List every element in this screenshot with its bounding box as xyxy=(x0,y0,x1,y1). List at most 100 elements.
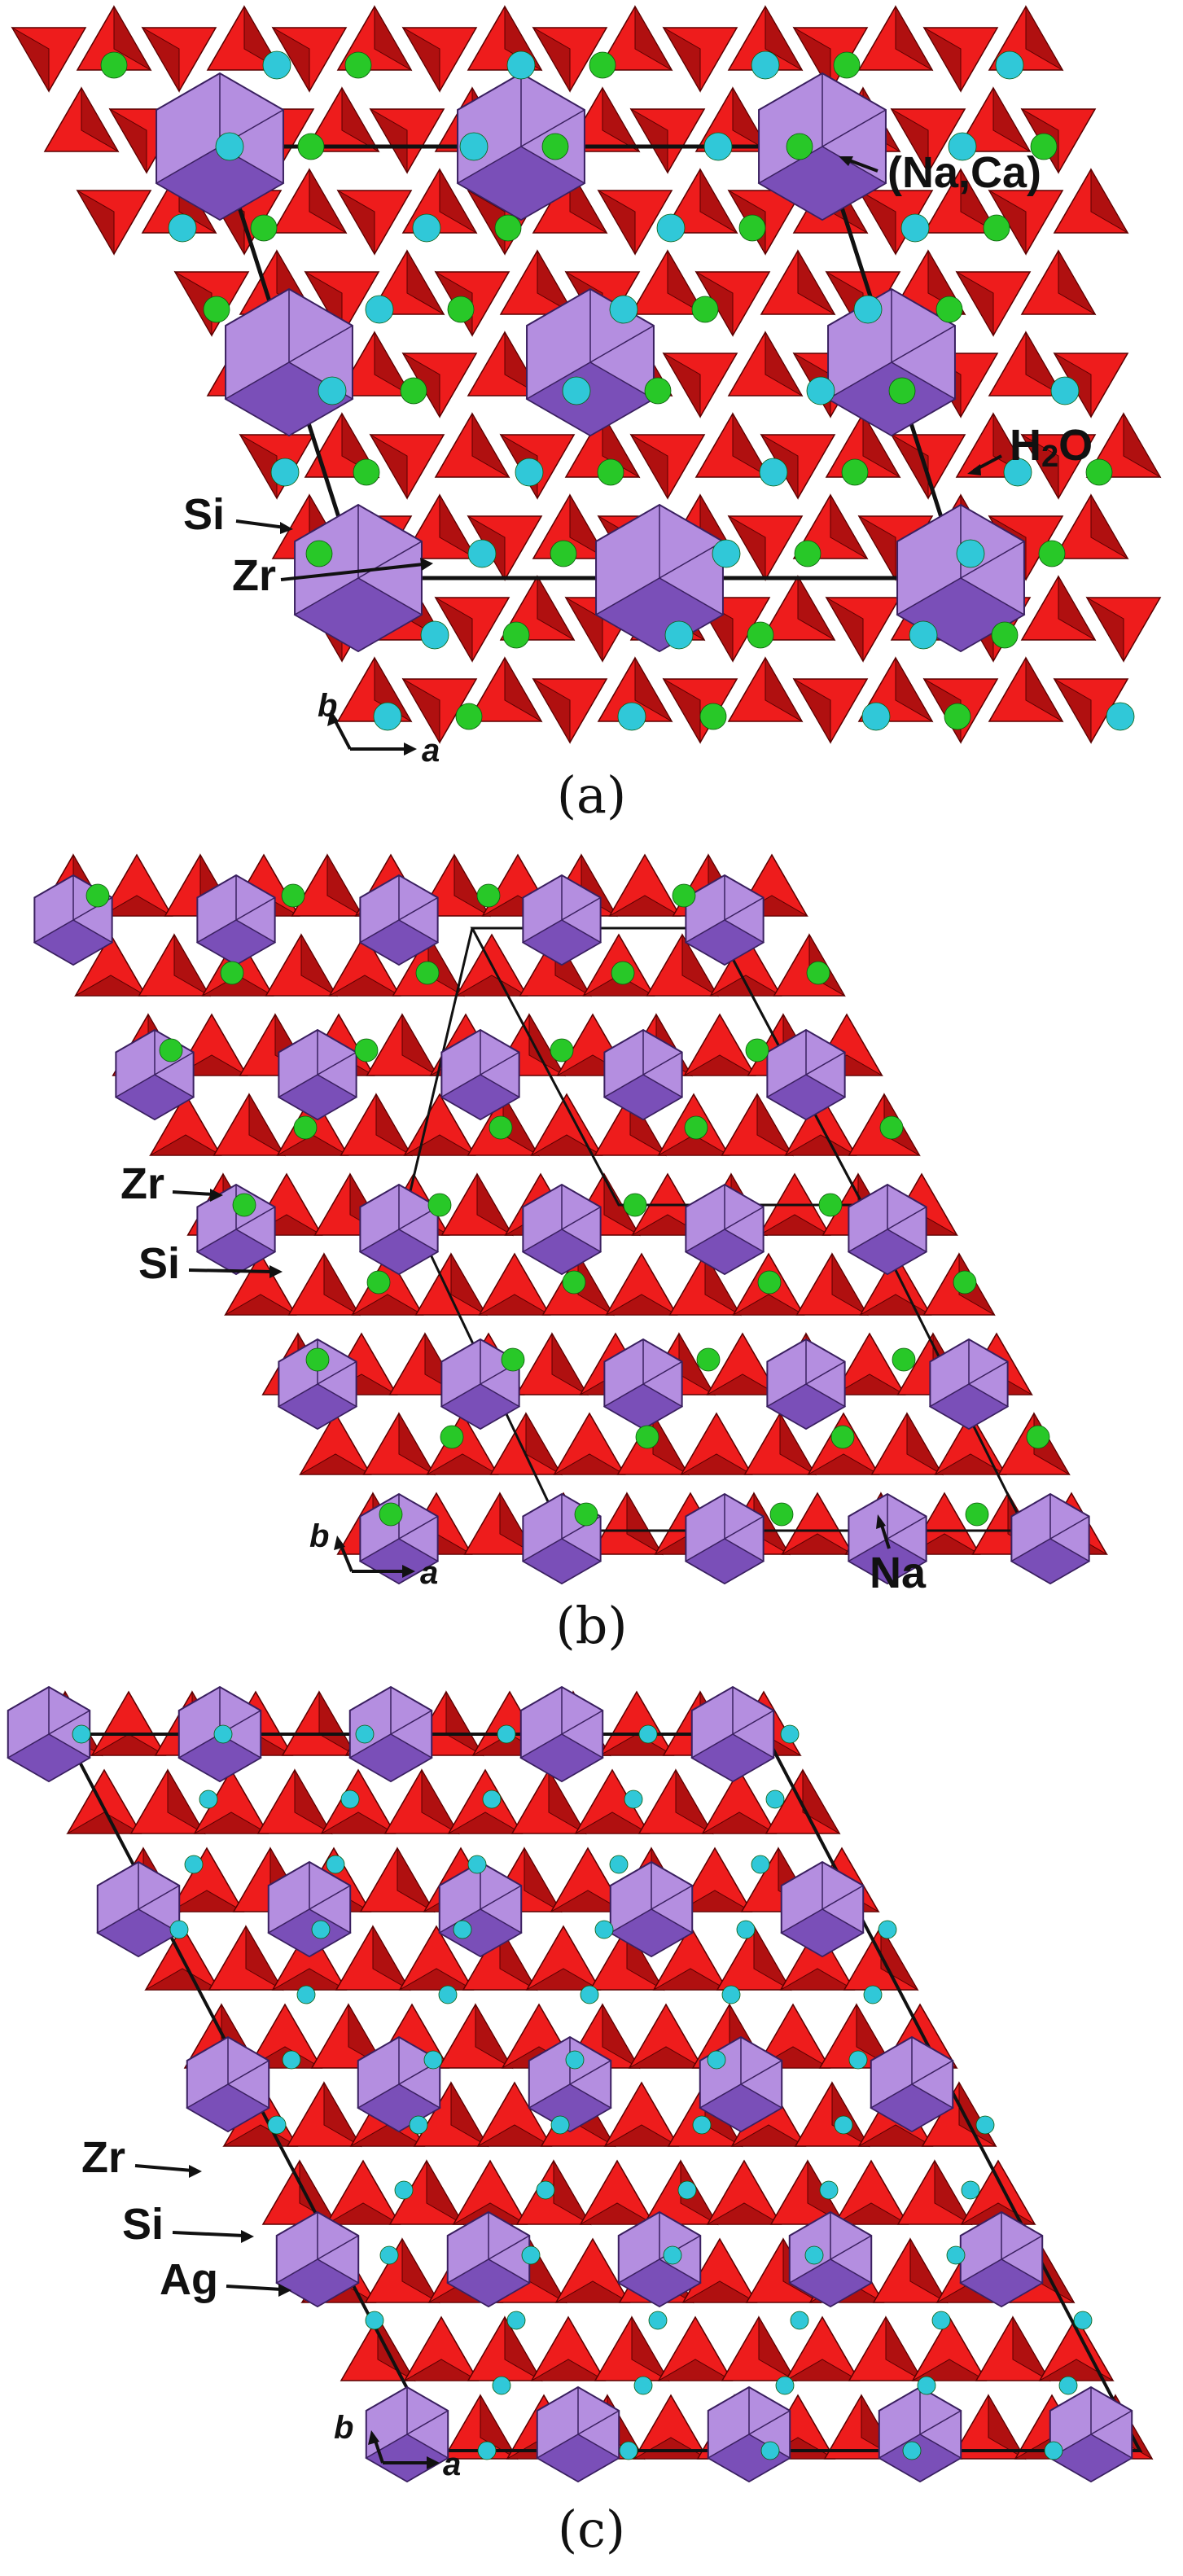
silver-atom xyxy=(184,1855,204,1874)
sodium-calcium-atom xyxy=(589,51,616,79)
silver-atom xyxy=(760,2441,780,2460)
silicate-tetrahedron-face xyxy=(298,1453,373,1475)
silicate-tetrahedron-face xyxy=(830,493,869,560)
water-molecule xyxy=(467,539,497,568)
octahedron-edge xyxy=(398,1515,439,1540)
octahedron-edge xyxy=(659,541,724,579)
label-h2o-o: O xyxy=(1058,421,1093,470)
silicate-tetrahedron-face xyxy=(169,1890,245,1912)
water-molecule xyxy=(412,213,441,243)
silicate-tetrahedron-face xyxy=(731,1294,806,1316)
silver-atom xyxy=(594,1920,614,1939)
silicate-tetrahedron-face xyxy=(825,596,864,663)
octahedron-edge xyxy=(154,1051,195,1076)
silicate-tetrahedron-face xyxy=(398,1968,475,1991)
sodium-atom xyxy=(745,1038,769,1062)
zirconium-octahedron-face xyxy=(358,1229,440,1275)
sodium-calcium-atom xyxy=(691,296,719,323)
silicate-tetrahedron-face xyxy=(833,2202,909,2225)
silicate-tetrahedron-face xyxy=(629,433,668,500)
water-molecule xyxy=(1106,702,1135,731)
water-molecule xyxy=(664,620,694,650)
sodium-calcium-atom xyxy=(1085,458,1113,486)
silicate-tetrahedron-face xyxy=(300,933,338,997)
silicate-tetrahedron-face xyxy=(336,189,375,256)
silicate-tetrahedron-face xyxy=(450,1252,488,1316)
silicate-tetrahedron-face xyxy=(1090,168,1129,234)
silver-atom xyxy=(365,2311,384,2330)
zirconium-octahedron-face xyxy=(699,2083,783,2132)
water-molecule xyxy=(956,539,985,568)
label-h2o-h: H xyxy=(1010,421,1041,470)
silicate-tetrahedron-face xyxy=(369,107,408,174)
silicate-tetrahedron-face xyxy=(699,168,738,234)
sodium-calcium-atom xyxy=(841,458,869,486)
water-molecule xyxy=(515,458,544,487)
silicate-tetrahedron-face xyxy=(1058,575,1097,642)
silver-atom xyxy=(467,1855,487,1874)
sodium-atom xyxy=(85,883,110,908)
silicate-tetrahedron-face xyxy=(656,1134,731,1156)
annotation-si-a: Si xyxy=(183,490,293,539)
silicate-tetrahedron-face xyxy=(525,1412,563,1476)
zirconium-octahedron-face xyxy=(765,1074,847,1120)
octahedron-edge xyxy=(822,109,887,147)
sodium-atom xyxy=(232,1193,256,1217)
axis-label-a-c: a xyxy=(443,2447,461,2482)
sodium-calcium-atom xyxy=(305,540,333,567)
silver-atom xyxy=(213,1724,233,1744)
sodium-calcium-atom xyxy=(935,296,963,323)
silicate-tetrahedron-face xyxy=(327,975,402,997)
panel-label-b: (b) xyxy=(555,1596,628,1655)
octahedron-edge xyxy=(520,109,585,147)
silver-atom xyxy=(169,1920,189,1939)
label-zr-a: Zr xyxy=(232,551,276,600)
silver-atom xyxy=(311,1920,331,1939)
silicate-tetrahedron-face xyxy=(779,1968,856,1991)
silver-atom xyxy=(946,2245,966,2265)
silicate-tetrahedron-face xyxy=(350,1294,425,1316)
silver-atom xyxy=(819,2180,839,2200)
sodium-atom xyxy=(476,883,501,908)
water-molecule xyxy=(806,376,835,405)
silicate-tetrahedron-face xyxy=(603,2124,680,2147)
label-zr-b: Zr xyxy=(120,1159,164,1208)
zirconium-octahedron-face xyxy=(195,919,277,966)
sodium-atom xyxy=(684,1115,708,1140)
octahedron-edge xyxy=(561,896,602,921)
silicate-tetrahedron-face xyxy=(831,1252,869,1316)
silver-atom xyxy=(848,2050,868,2070)
silicate-tetrahedron-face xyxy=(173,933,211,997)
zirconium-octahedron-face xyxy=(365,2434,449,2482)
silicate-tetrahedron-face xyxy=(372,1925,411,1991)
octahedron-edge xyxy=(740,2060,782,2085)
sodium-atom xyxy=(830,1425,855,1449)
silicate-tetrahedron-face xyxy=(677,1890,753,1912)
silver-atom xyxy=(1044,2441,1063,2460)
sodium-atom xyxy=(366,1270,391,1295)
octahedron-edge xyxy=(480,1885,522,1910)
octahedron-edge xyxy=(642,1360,683,1385)
silicate-tetrahedron-face xyxy=(705,1373,780,1395)
silver-atoms xyxy=(72,1724,1093,2460)
silicate-tetrahedron-face xyxy=(552,1453,627,1475)
silicate-tetrahedron-face xyxy=(862,412,901,479)
silicate-tetrahedron-face xyxy=(1025,331,1064,397)
sodium-calcium-atom xyxy=(944,703,971,730)
silicate-tetrahedron-face xyxy=(499,1925,538,1991)
sodium-atom xyxy=(159,1038,183,1062)
water-molecule xyxy=(853,295,883,324)
sodium-calcium-atom xyxy=(203,296,230,323)
octahedron-edge xyxy=(891,325,956,363)
silicate-tetrahedron-face xyxy=(369,433,408,500)
octahedron-edge xyxy=(1090,2410,1133,2435)
zirconium-octahedron-face xyxy=(277,1074,358,1120)
silicate-tetrahedron-face xyxy=(604,1294,679,1316)
zirconium-octahedron-face xyxy=(275,2258,360,2307)
zirconium-octahedron-face xyxy=(847,1229,928,1275)
sodium-calcium-atom xyxy=(991,621,1019,649)
silicate-tetrahedron-face xyxy=(857,2124,934,2147)
sodium-atom xyxy=(818,1193,843,1217)
zirconium-octahedron-face xyxy=(536,2434,620,2482)
silver-atom xyxy=(878,1920,897,1939)
